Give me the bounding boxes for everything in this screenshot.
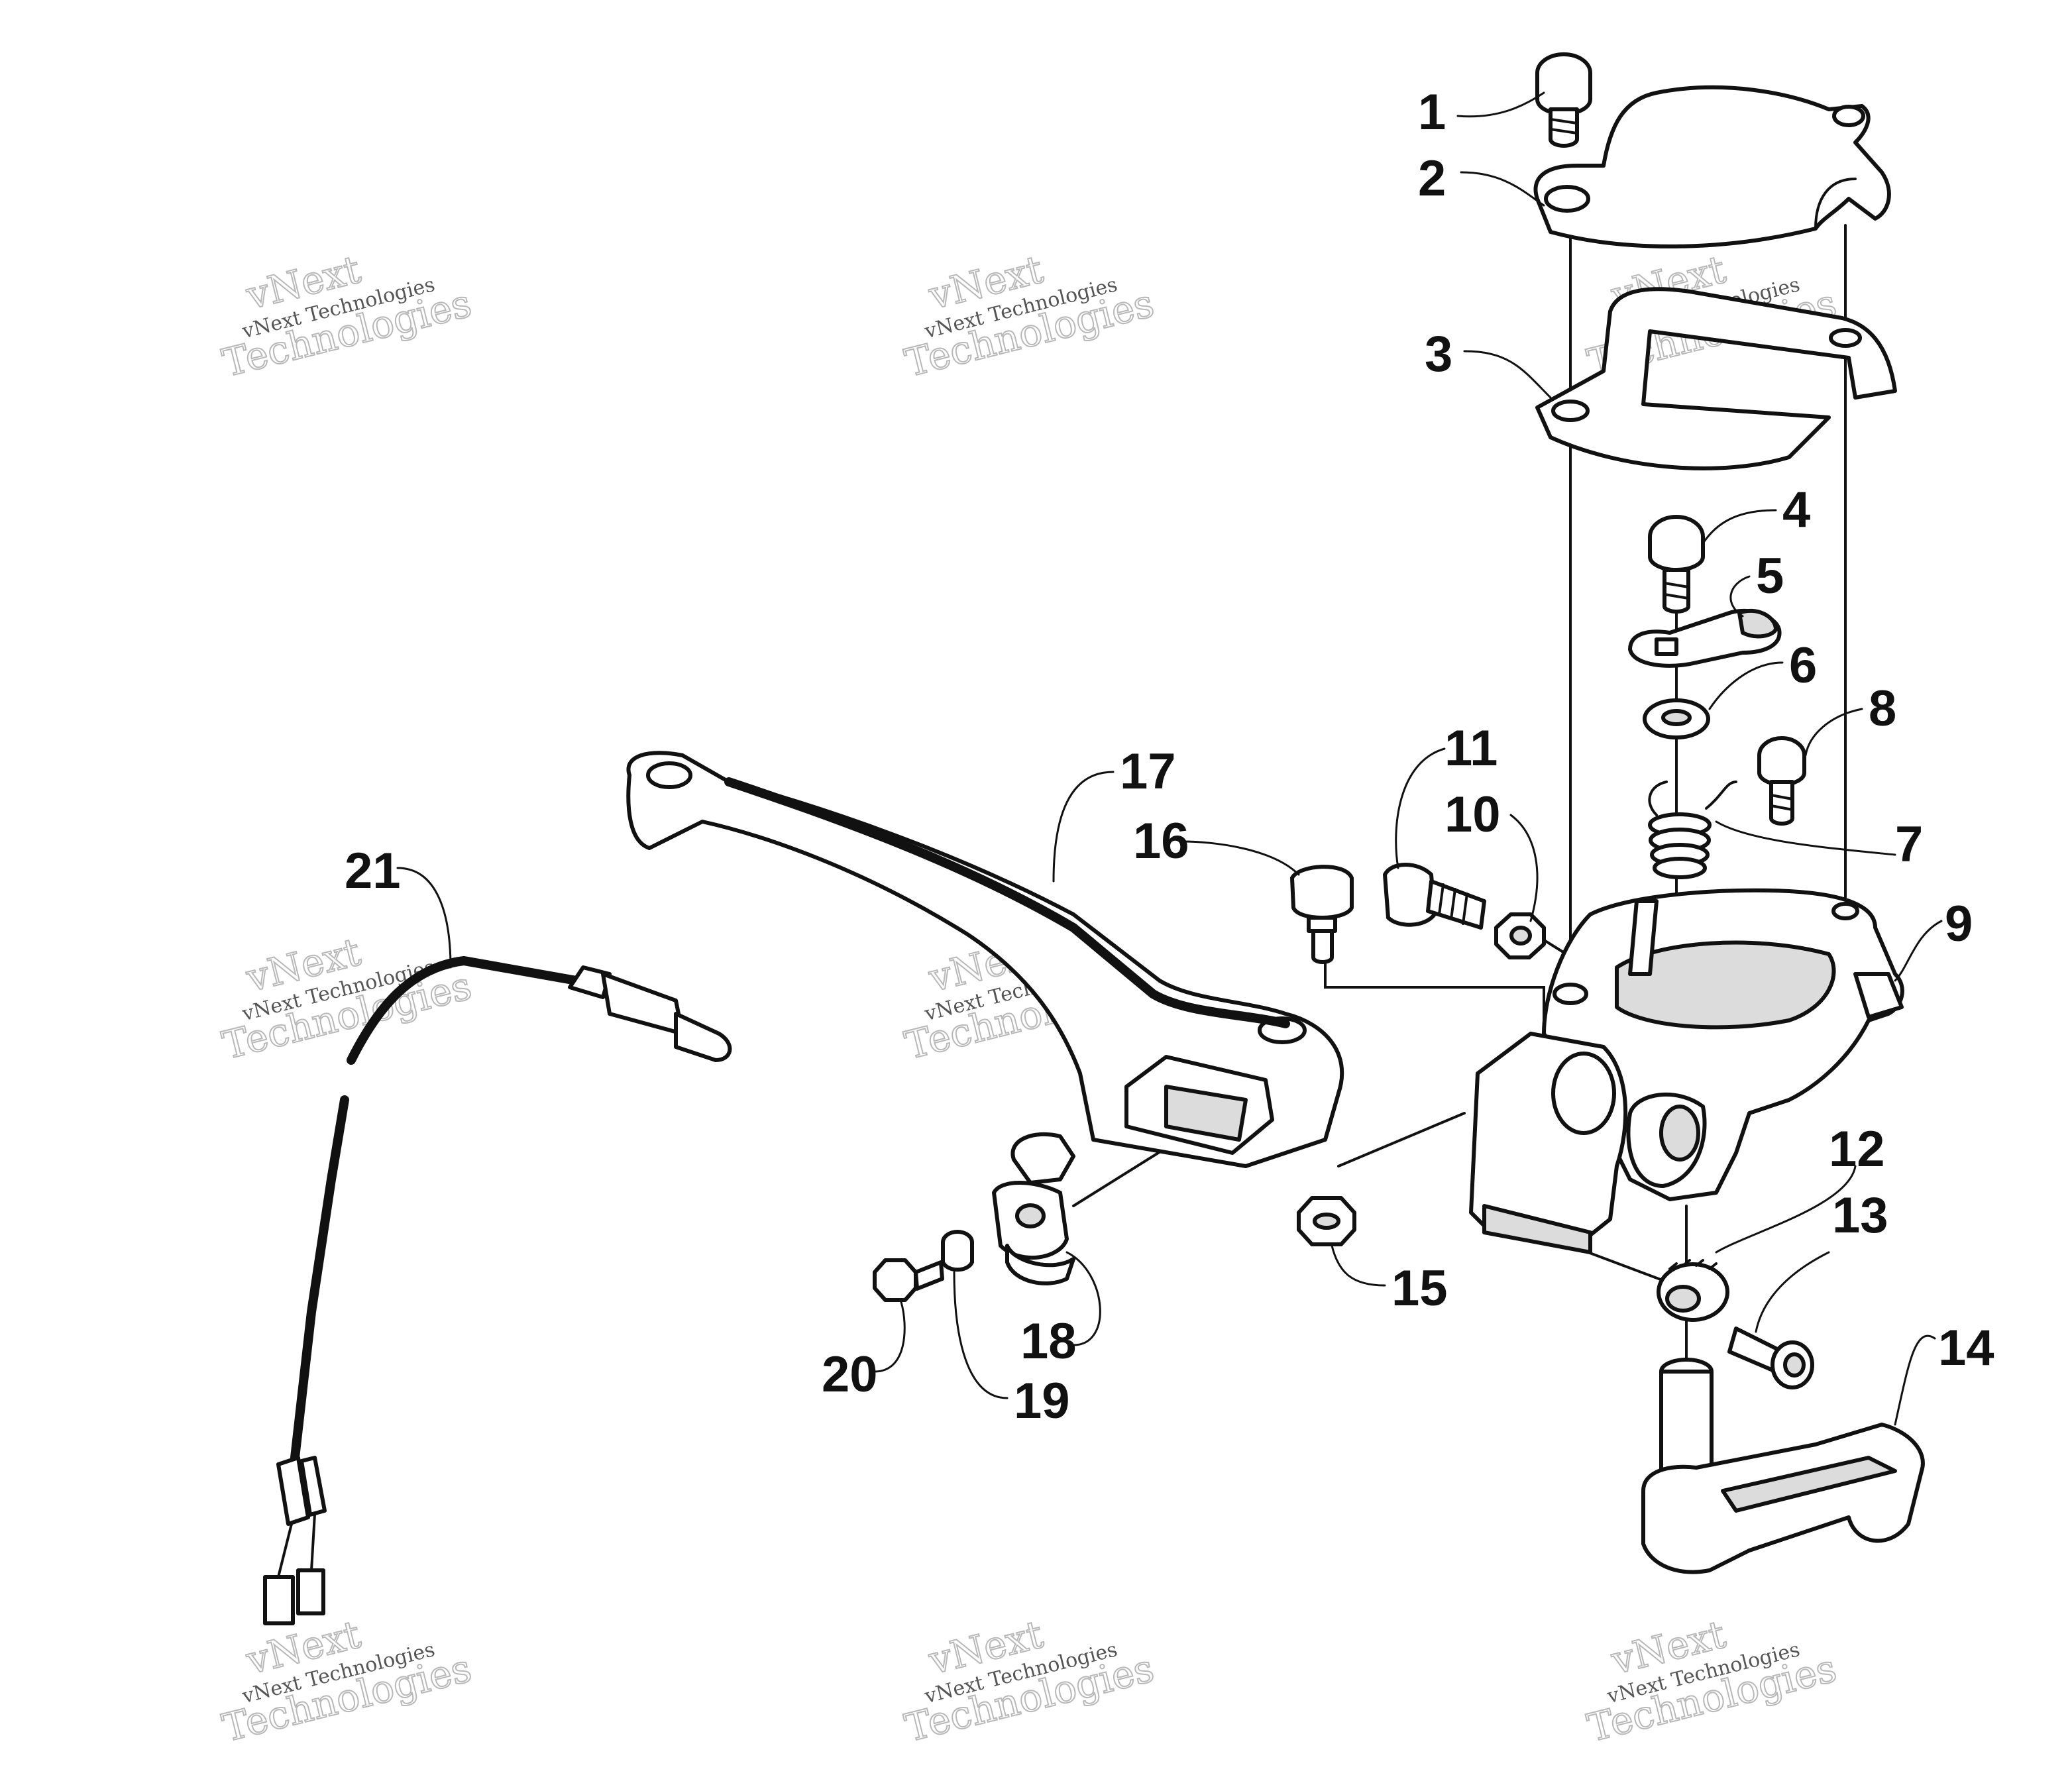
- part-17-brake-lever: [626, 751, 1344, 1168]
- callout-10: 10: [1445, 786, 1501, 843]
- part-13-screw: [1727, 1327, 1814, 1389]
- part-21-brake-switch: [263, 955, 732, 1625]
- axis-line-nut-15: [1337, 1112, 1466, 1167]
- callout-14: 14: [1938, 1320, 1994, 1376]
- watermark-bottom-center: vNext vNext Technologies Technologies: [900, 1611, 1159, 1751]
- callout-7: 7: [1895, 816, 1923, 873]
- callout-13: 13: [1832, 1187, 1888, 1244]
- part-5-terminal: [1628, 608, 1782, 668]
- callout-12: 12: [1829, 1121, 1885, 1177]
- watermark-bottom-right: vNext vNext Technologies Technologies: [1582, 1611, 1841, 1751]
- part-16-banjo-screw: [1290, 865, 1354, 964]
- leader-lines: [396, 91, 1943, 1426]
- part-12-collar: [1657, 1259, 1729, 1322]
- assembly-lines: [1072, 197, 1847, 1366]
- watermark-top-left: vNext vNext Technologies Technologies: [217, 246, 476, 386]
- watermark-top-center: vNext vNext Technologies Technologies: [900, 246, 1159, 386]
- callout-11: 11: [1445, 720, 1498, 777]
- callout-20: 20: [822, 1346, 878, 1403]
- callout-4: 4: [1782, 482, 1810, 538]
- callout-6: 6: [1789, 637, 1817, 694]
- callout-2: 2: [1418, 150, 1446, 207]
- part-18-bracket: [992, 1132, 1075, 1285]
- callout-5: 5: [1756, 548, 1784, 604]
- part-11-adjuster-bolt: [1383, 863, 1486, 930]
- callout-15: 15: [1391, 1260, 1448, 1317]
- callout-9: 9: [1945, 896, 1973, 952]
- part-mount-clamp: [1469, 1032, 1707, 1254]
- callout-19: 19: [1014, 1373, 1070, 1429]
- part-6-washer: [1643, 698, 1710, 739]
- part-1-screw: [1535, 52, 1592, 148]
- part-14-cam-arm: [1641, 1358, 1925, 1574]
- part-2-housing-cover: [1533, 85, 1891, 248]
- callout-21: 21: [345, 843, 401, 899]
- part-8-screw: [1757, 736, 1806, 826]
- callout-3: 3: [1425, 326, 1452, 382]
- part-3-gasket: [1535, 287, 1897, 470]
- part-7-spring: [1648, 781, 1737, 879]
- watermark-mid-left: vNext vNext Technologies Technologies: [217, 928, 476, 1069]
- watermark-bottom-left: vNext vNext Technologies Technologies: [217, 1611, 476, 1751]
- part-20-bolt: [873, 1258, 944, 1302]
- callout-17: 17: [1120, 743, 1176, 800]
- callout-8: 8: [1869, 680, 1896, 737]
- callout-1: 1: [1418, 84, 1446, 140]
- callout-18: 18: [1020, 1313, 1077, 1370]
- part-10-nut: [1494, 912, 1546, 959]
- part-15-nut: [1297, 1196, 1356, 1246]
- axis-line-screw-16: [1324, 953, 1545, 1035]
- callout-labels: 1 2 3 4 5 6 7 8 9 10 11 12 13 14 15 16 1…: [345, 84, 1994, 1429]
- part-19-spacer: [941, 1230, 974, 1272]
- part-4-screw: [1648, 515, 1705, 614]
- callout-16: 16: [1133, 813, 1189, 869]
